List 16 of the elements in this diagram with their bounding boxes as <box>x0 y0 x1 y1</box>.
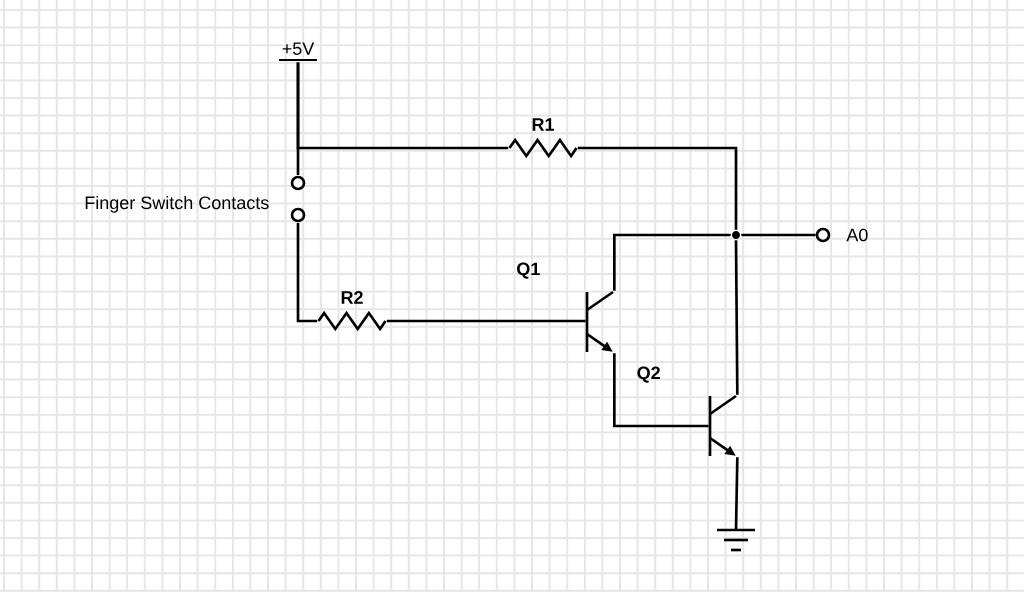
switch-contacts: Finger Switch Contacts <box>85 175 306 223</box>
node-label: A0 <box>846 228 868 242</box>
supply-terminal: +5V <box>279 42 317 62</box>
node-label: +5V <box>282 42 315 55</box>
node-label: Finger Switch Contacts <box>85 195 269 213</box>
wire <box>613 353 709 428</box>
wire <box>741 233 816 237</box>
wire <box>577 146 738 230</box>
output-terminal: A0 <box>815 227 868 243</box>
ground-symbol <box>717 528 755 552</box>
wire <box>296 62 300 175</box>
wire <box>386 319 586 323</box>
wire <box>734 240 739 395</box>
wire <box>613 233 731 291</box>
wire <box>734 457 739 530</box>
wire <box>296 223 318 323</box>
